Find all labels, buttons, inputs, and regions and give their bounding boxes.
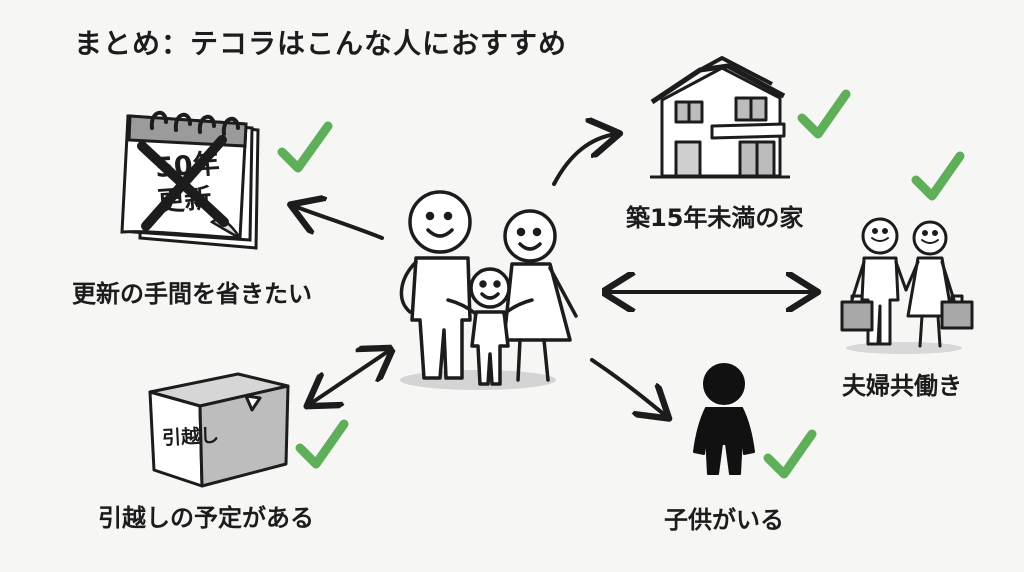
page-title: まとめ：テコラはこんな人におすすめ: [74, 27, 568, 60]
calendar-line1: 50年: [154, 148, 221, 184]
label-couple: 夫婦共働き: [842, 372, 962, 400]
calendar-line2: 更新: [156, 183, 213, 218]
connection-arrows: [294, 134, 814, 416]
moving-box-icon: [148, 372, 290, 488]
check-icon-moving: [295, 419, 349, 469]
label-moving: 引越しの予定がある: [98, 504, 314, 532]
label-children: 子供がいる: [664, 506, 784, 534]
calendar-text: 50年 更新: [154, 147, 223, 219]
check-icon-renewal: [277, 121, 333, 173]
arrow-to-house: [552, 134, 616, 186]
cross-mark: [137, 135, 229, 231]
check-icon-children: [763, 429, 817, 479]
arrow-to-moving: [310, 350, 390, 404]
label-renewal: 更新の手間を省きたい: [72, 280, 312, 308]
child-silhouette-icon: [693, 363, 755, 475]
family-illustration: [399, 190, 578, 390]
check-icon-couple: [911, 151, 965, 201]
box-label: 引越し: [161, 424, 220, 450]
house-icon: [650, 56, 790, 179]
arrow-to-child: [590, 358, 666, 416]
working-couple-icon: [840, 217, 974, 354]
check-icon-house: [797, 89, 851, 139]
label-house: 築15年未満の家: [626, 204, 804, 232]
calendar-icon: [120, 111, 260, 250]
arrow-to-renewal: [294, 206, 384, 240]
